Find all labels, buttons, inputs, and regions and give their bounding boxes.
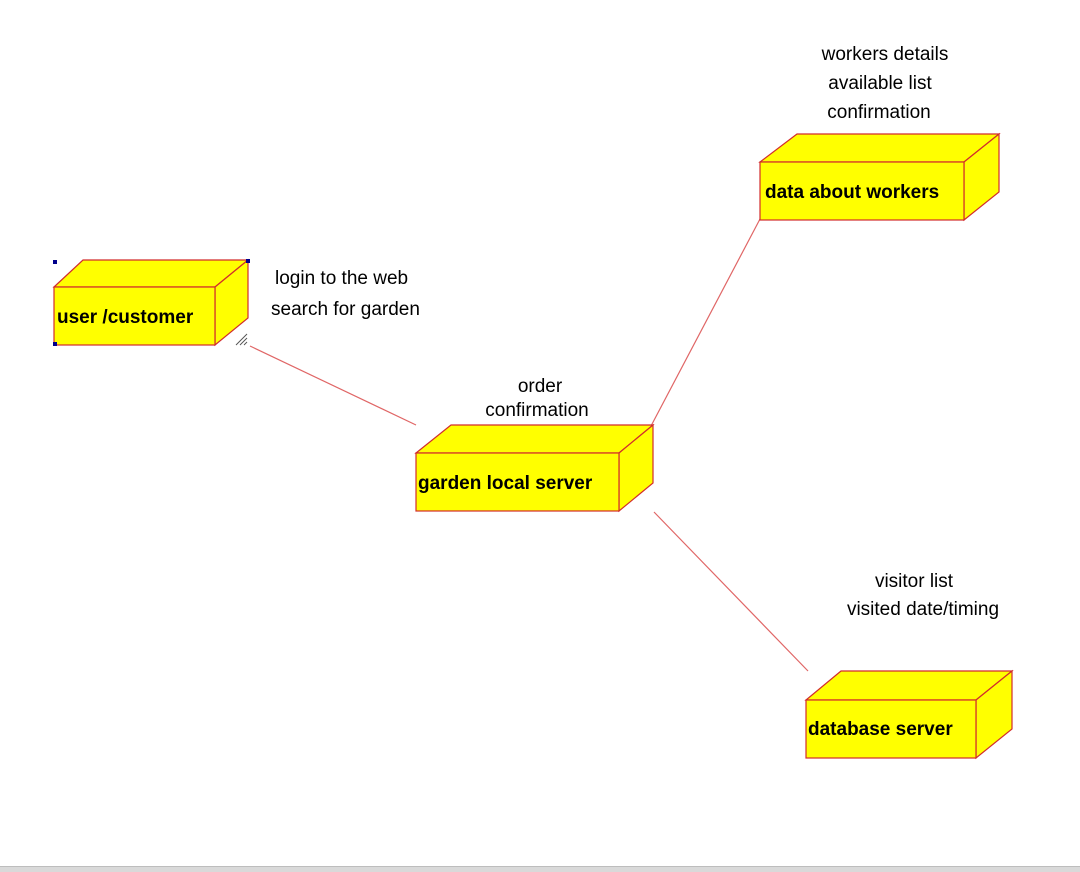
note-line: login to the web [275, 268, 408, 289]
node-top-face [52, 259, 250, 288]
resize-grip-icon[interactable] [235, 333, 248, 346]
note-line: visited date/timing [847, 599, 999, 620]
note-line: available list [828, 73, 932, 94]
note-database[interactable]: visitor list visited date/timing [847, 571, 999, 620]
node-garden-local-server[interactable]: garden local server [414, 423, 655, 513]
connector-garden-server-to-workers[interactable] [650, 218, 761, 427]
connector-garden-server-to-database[interactable] [653, 511, 809, 672]
note-user-link[interactable]: login to the web search for garden [271, 268, 420, 320]
note-line: order [518, 376, 563, 397]
node-front-face [805, 699, 977, 759]
note-line: workers details [821, 44, 949, 65]
canvas-bottom-edge [0, 866, 1080, 872]
node-front-face [53, 286, 216, 346]
node-label: user /customer [57, 307, 194, 328]
note-line: visitor list [875, 571, 954, 592]
selection-handle-icon[interactable] [53, 260, 57, 264]
node-label: garden local server [418, 473, 593, 494]
node-front-face [759, 161, 965, 221]
node-top-face [414, 424, 655, 454]
selection-handle-icon[interactable] [53, 342, 57, 346]
note-garden-server[interactable]: order confirmation [485, 376, 589, 421]
node-front-face [415, 452, 620, 512]
node-database-server[interactable]: database server [804, 669, 1014, 760]
node-label: data about workers [765, 182, 939, 203]
note-line: confirmation [827, 102, 931, 123]
connector-user-to-garden-server[interactable] [249, 345, 417, 426]
node-top-face [758, 133, 1001, 163]
node-user-customer[interactable]: user /customer [52, 258, 250, 347]
note-line: confirmation [485, 400, 589, 421]
note-line: search for garden [271, 299, 420, 320]
note-workers[interactable]: workers details available list confirmat… [821, 44, 949, 123]
node-label: database server [808, 719, 953, 740]
selection-handle-icon[interactable] [246, 259, 250, 263]
node-data-about-workers[interactable]: data about workers [758, 132, 1001, 222]
